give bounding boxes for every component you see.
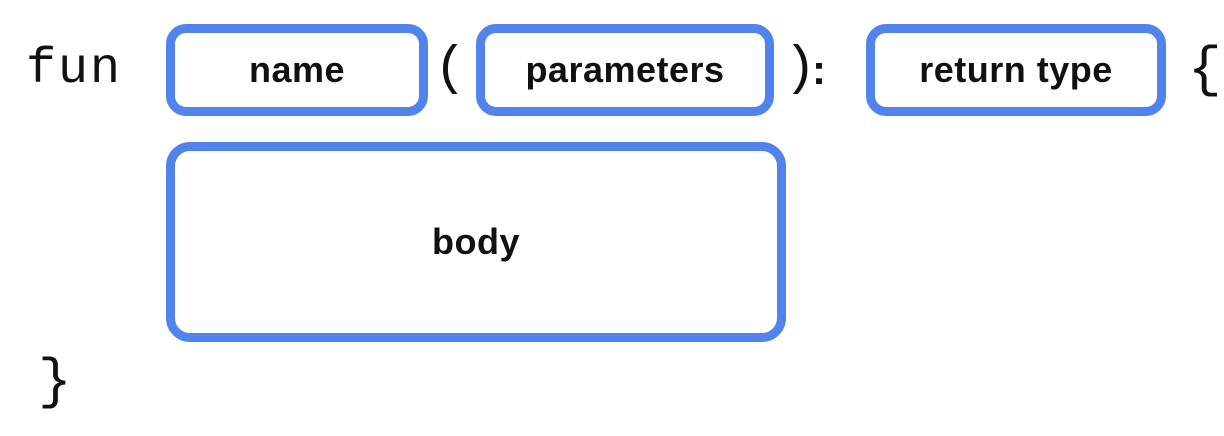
return-type-slot-label: return type [919, 49, 1113, 90]
fun-keyword: fun [26, 41, 123, 98]
name-slot-label: name [248, 49, 346, 90]
close-brace: } [38, 350, 72, 414]
name-slot-box: name [166, 24, 428, 116]
return-type-slot-box: return type [866, 24, 1166, 116]
open-brace: { [1188, 38, 1222, 102]
parameters-slot-label: parameters [525, 49, 725, 90]
open-paren: ( [434, 39, 467, 100]
body-slot-label: body [432, 221, 520, 262]
parameters-slot-box: parameters [476, 24, 774, 116]
colon-separator: : [812, 46, 826, 93]
body-slot-box: body [166, 142, 786, 342]
close-paren: ) [784, 39, 817, 100]
